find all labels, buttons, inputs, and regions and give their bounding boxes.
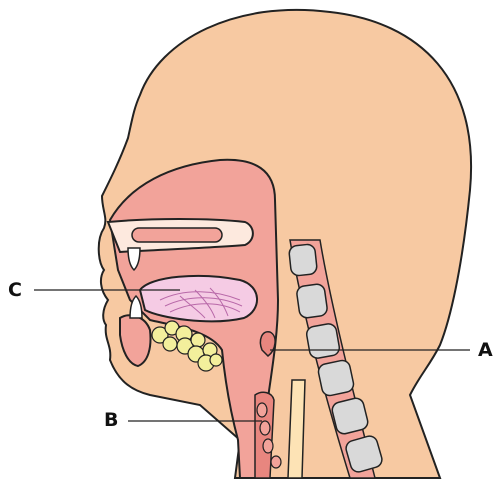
label-b: B — [104, 411, 118, 430]
label-c: C — [8, 281, 22, 300]
label-a: A — [478, 341, 493, 360]
tongue — [140, 276, 257, 321]
palate-inner — [132, 228, 222, 242]
